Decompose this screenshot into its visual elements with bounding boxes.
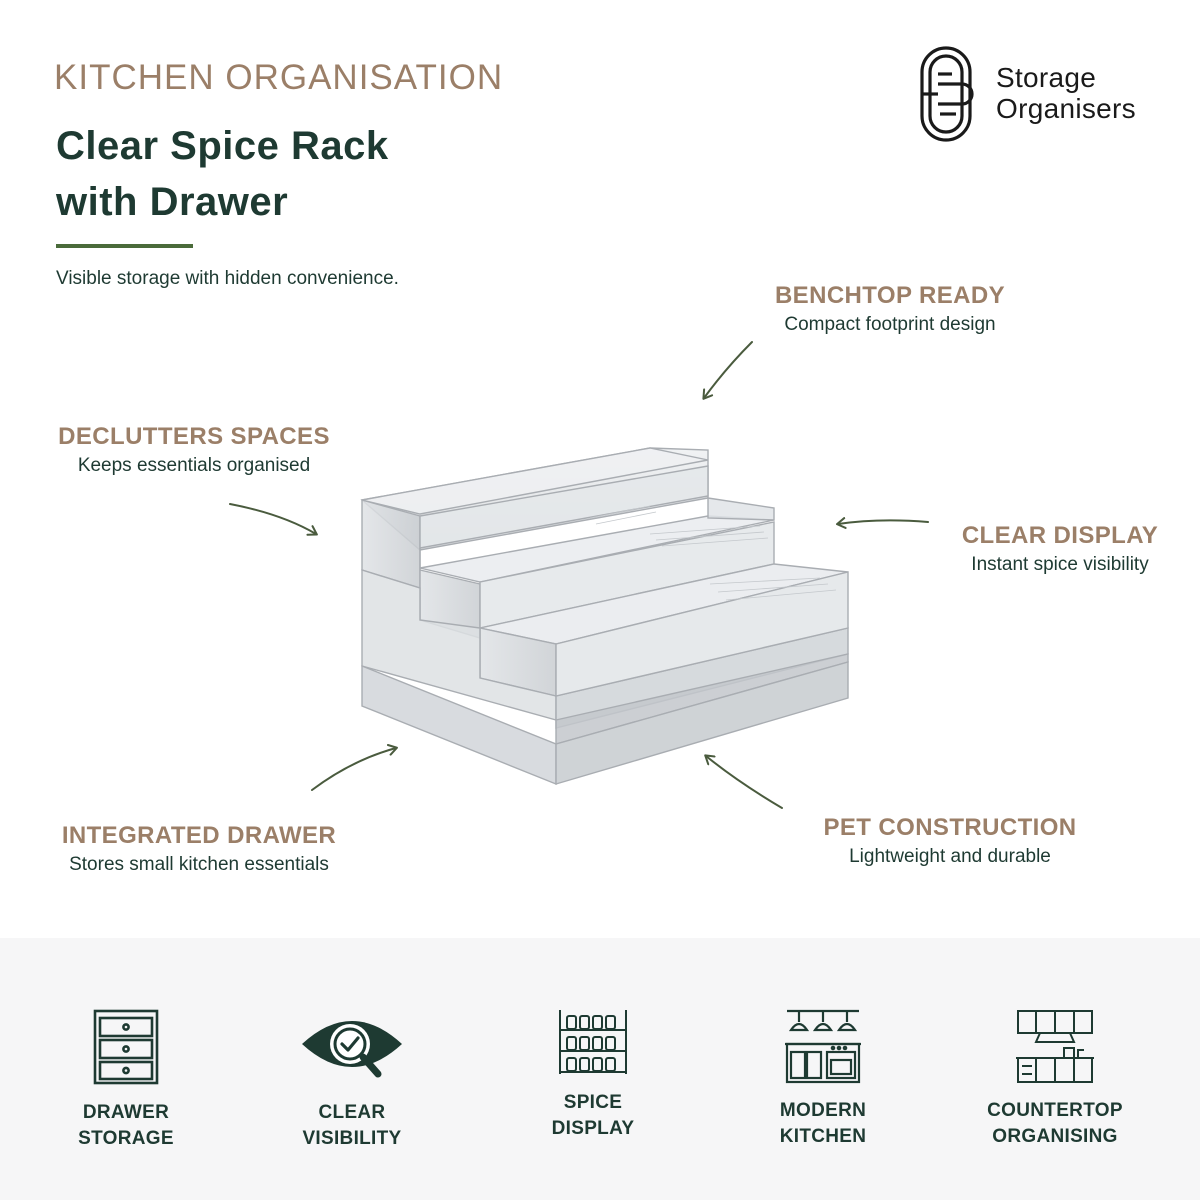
badge-label-line-1: DRAWER	[82, 1102, 170, 1123]
badge-spice-display: SPICE DISPLAY	[493, 1008, 693, 1142]
badge-label-line-2: KITCHEN	[779, 1126, 867, 1147]
callout-arrows	[229, 341, 929, 809]
badge-label: MODERN KITCHEN	[723, 1098, 923, 1150]
arrow-clear	[836, 517, 929, 529]
kitchen-icon	[785, 1009, 861, 1084]
feature-integrated-drawer: INTEGRATED DRAWER Stores small kitchen e…	[40, 822, 358, 876]
page-subtitle: Visible storage with hidden convenience.	[56, 268, 399, 289]
badge-label-line-1: COUNTERTOP	[987, 1100, 1123, 1121]
feature-title: BENCHTOP READY	[774, 282, 1006, 309]
badge-label-line-2: DISPLAY	[551, 1118, 635, 1139]
feature-badges-bar: DRAWER STORAGE CLEAR VISIBILITY	[0, 938, 1200, 1200]
badge-modern-kitchen: MODERN KITCHEN	[723, 1008, 923, 1150]
feature-title: DECLUTTERS SPACES	[58, 423, 330, 450]
arrow-benchtop	[702, 341, 753, 400]
feature-title: INTEGRATED DRAWER	[61, 822, 337, 849]
brand-logo: Storage Organisers	[918, 44, 1178, 144]
feature-description: Lightweight and durable	[849, 846, 1051, 867]
logo-wordmark: Storage Organisers	[996, 62, 1136, 124]
badge-label: DRAWER STORAGE	[26, 1100, 226, 1152]
badge-label-line-1: SPICE	[563, 1092, 623, 1113]
logo-line-1: Storage	[996, 62, 1097, 93]
category-kicker: KITCHEN ORGANISATION	[54, 58, 504, 97]
feature-clear-display: CLEAR DISPLAY Instant spice visibility	[940, 522, 1180, 576]
badge-clear-visibility: CLEAR VISIBILITY	[252, 1008, 452, 1152]
badge-label-line-1: CLEAR	[318, 1102, 386, 1123]
badge-label: SPICE DISPLAY	[493, 1090, 693, 1142]
title-line-2: with Drawer	[56, 180, 289, 224]
spice-rack-image	[360, 447, 849, 786]
title-underline	[56, 244, 193, 248]
badge-label: COUNTERTOP ORGANISING	[955, 1098, 1155, 1150]
logo-mark-icon	[920, 46, 974, 142]
feature-description: Keeps essentials organised	[77, 455, 311, 476]
feature-title: PET CONSTRUCTION	[823, 814, 1077, 841]
arrow-declutter	[229, 503, 318, 536]
badge-countertop-organising: COUNTERTOP ORGANISING	[955, 1008, 1155, 1150]
badge-label: CLEAR VISIBILITY	[252, 1100, 452, 1152]
badge-drawer-storage: DRAWER STORAGE	[26, 1008, 226, 1152]
badge-label-line-2: ORGANISING	[992, 1126, 1118, 1147]
feature-description: Stores small kitchen essentials	[69, 854, 329, 875]
title-line-1: Clear Spice Rack	[56, 124, 389, 168]
feature-pet-construction: PET CONSTRUCTION Lightweight and durable	[800, 814, 1100, 868]
page-title: Clear Spice Rack with Drawer	[56, 118, 389, 230]
eye-check-icon	[302, 1021, 402, 1078]
feature-description: Compact footprint design	[784, 314, 996, 335]
arrow-drawer	[311, 744, 398, 791]
arrow-pet	[704, 754, 783, 809]
spice-shelf-icon	[559, 1010, 627, 1074]
logo-line-2: Organisers	[996, 93, 1136, 124]
feature-description: Instant spice visibility	[971, 554, 1149, 575]
badge-label-line-2: VISIBILITY	[302, 1128, 402, 1149]
countertop-icon	[1016, 1010, 1094, 1083]
feature-benchtop-ready: BENCHTOP READY Compact footprint design	[750, 282, 1030, 336]
feature-declutters-spaces: DECLUTTERS SPACES Keeps essentials organ…	[44, 423, 344, 477]
badge-label-line-1: MODERN	[779, 1100, 867, 1121]
feature-title: CLEAR DISPLAY	[961, 522, 1159, 549]
badge-label-line-2: STORAGE	[78, 1128, 174, 1149]
drawer-icon	[93, 1009, 159, 1085]
